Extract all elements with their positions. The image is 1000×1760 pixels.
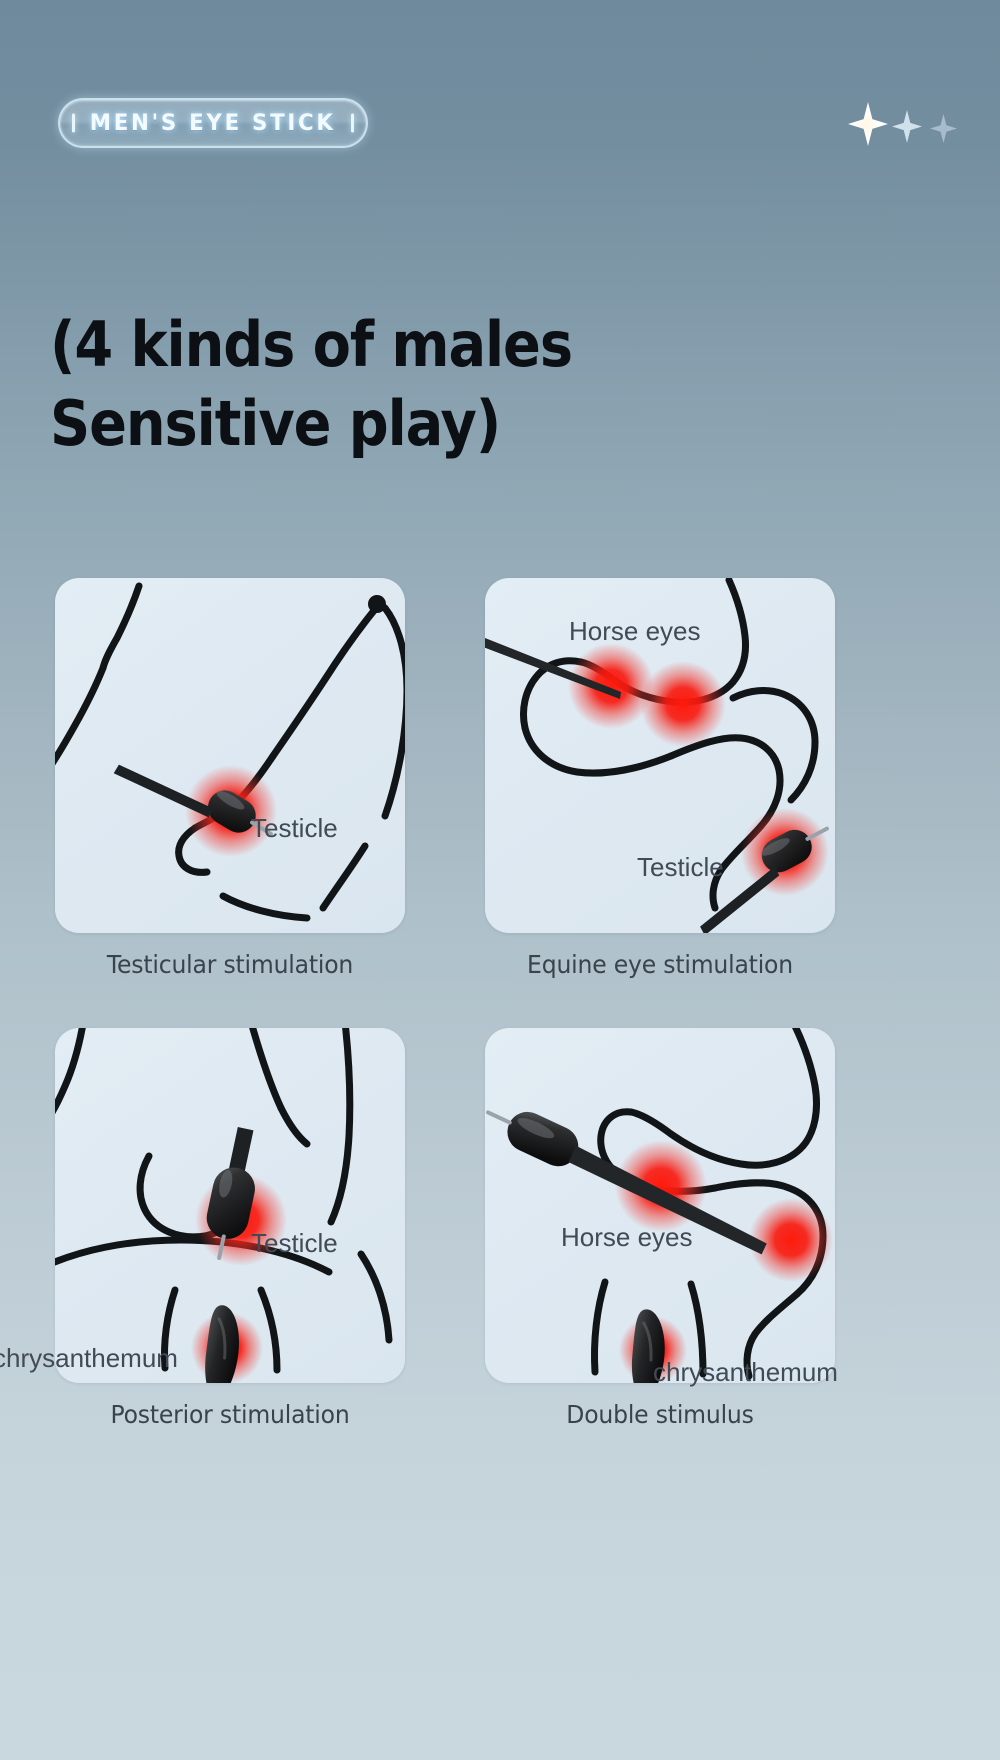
label-horse-eyes: Horse eyes: [569, 616, 701, 646]
label-chrysanthemum: chrysanthemum: [653, 1357, 838, 1387]
card-caption: Equine eye stimulation: [527, 950, 793, 979]
card-caption: Testicular stimulation: [106, 950, 354, 979]
card-equine-eye-stimulation[interactable]: Horse eyes Testicle Equine eye stimulati…: [485, 578, 835, 979]
page-title-line-1: (4 kinds of males: [50, 308, 573, 381]
label-testicle: Testicle: [251, 1228, 338, 1258]
posterior-stimulation-illustration: Testicle chrysanthemum: [0, 1028, 405, 1383]
card-caption: Posterior stimulation: [110, 1400, 350, 1429]
double-stimulus-illustration: Horse eyes chrysanthemum: [485, 1028, 838, 1387]
card-row-1: Testicle Testicular stimulation: [0, 578, 1000, 1028]
sparkle-dim-icon: [930, 114, 957, 143]
stimulation-card-grid: Testicle Testicular stimulation: [0, 578, 1000, 1488]
product-badge-label: MEN'S EYE STICK: [90, 110, 336, 136]
page-title-line-2: Sensitive play): [50, 387, 501, 461]
sparkle-mid-icon: [892, 110, 922, 143]
page-title: (4 kinds of males Sensitive play): [50, 305, 788, 464]
label-chrysanthemum: chrysanthemum: [0, 1343, 178, 1373]
badge-tick-right-icon: [351, 113, 354, 133]
label-testicle: Testicle: [251, 813, 338, 843]
badge-tick-left-icon: [72, 113, 75, 133]
sparkle-cluster: [838, 96, 978, 152]
sparkle-bright-icon: [848, 102, 888, 146]
card-caption: Double stimulus: [566, 1400, 754, 1429]
card-testicular-stimulation[interactable]: Testicle Testicular stimulation: [55, 578, 405, 979]
label-testicle: Testicle: [637, 852, 724, 882]
card-posterior-stimulation[interactable]: Testicle chrysanthemum Posterior stimula…: [0, 1028, 405, 1429]
equine-eye-stimulation-illustration: Horse eyes Testicle: [485, 578, 835, 933]
testicular-stimulation-illustration: Testicle: [55, 578, 405, 933]
label-horse-eyes: Horse eyes: [561, 1222, 693, 1252]
top-bar: MEN'S EYE STICK: [0, 0, 1000, 200]
product-badge[interactable]: MEN'S EYE STICK: [58, 98, 368, 148]
card-row-2: Testicle chrysanthemum Posterior stimula…: [0, 1028, 1000, 1488]
card-double-stimulus[interactable]: Horse eyes chrysanthemum Double stimulus: [485, 1028, 838, 1429]
